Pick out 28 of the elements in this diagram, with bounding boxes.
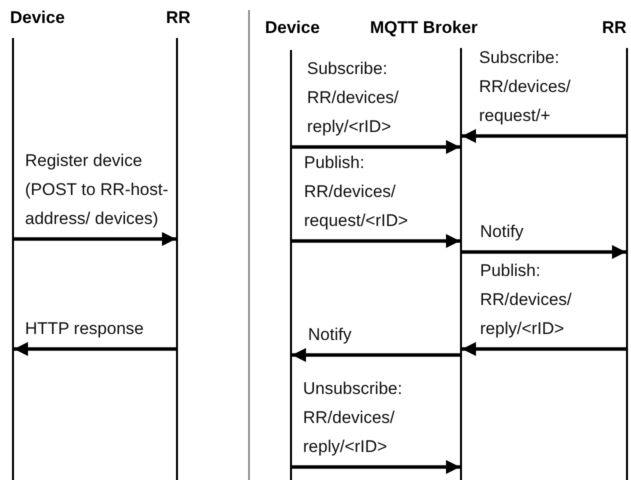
participant-name: MQTT Broker (370, 18, 478, 38)
message-arrow (14, 232, 176, 246)
message-arrow (14, 342, 176, 356)
message-arrow (292, 348, 460, 362)
lifeline (12, 38, 14, 480)
message-label: Publish: RR/devices/ reply/<rID> (480, 260, 573, 340)
message-arrow (462, 342, 626, 356)
message-label: Notify (308, 324, 352, 346)
message-arrow (462, 129, 626, 143)
participant-name: Device (10, 8, 65, 28)
message-label: Subscribe: RR/devices/ reply/<rID> (307, 58, 400, 138)
message-label: HTTP response (25, 318, 145, 340)
lifeline (176, 38, 178, 480)
lifeline (460, 48, 462, 480)
message-arrow (462, 245, 626, 259)
message-arrow (292, 234, 460, 248)
message-label: Notify (480, 221, 524, 243)
participant-name: RR (602, 18, 627, 38)
message-label: Subscribe: RR/devices/ request/+ (479, 47, 572, 127)
lifeline (626, 48, 628, 480)
message-label: Unsubscribe: RR/devices/ reply/<rID> (303, 378, 404, 458)
message-arrow (292, 460, 460, 474)
message-label: Register device (POST to RR-host-address/ devices) (25, 150, 170, 230)
lifeline (290, 50, 292, 480)
message-arrow (292, 140, 460, 154)
participant-name: RR (166, 8, 191, 28)
participant-name: Device (265, 18, 320, 38)
message-label: Publish: RR/devices/ request/<rID> (304, 152, 409, 232)
